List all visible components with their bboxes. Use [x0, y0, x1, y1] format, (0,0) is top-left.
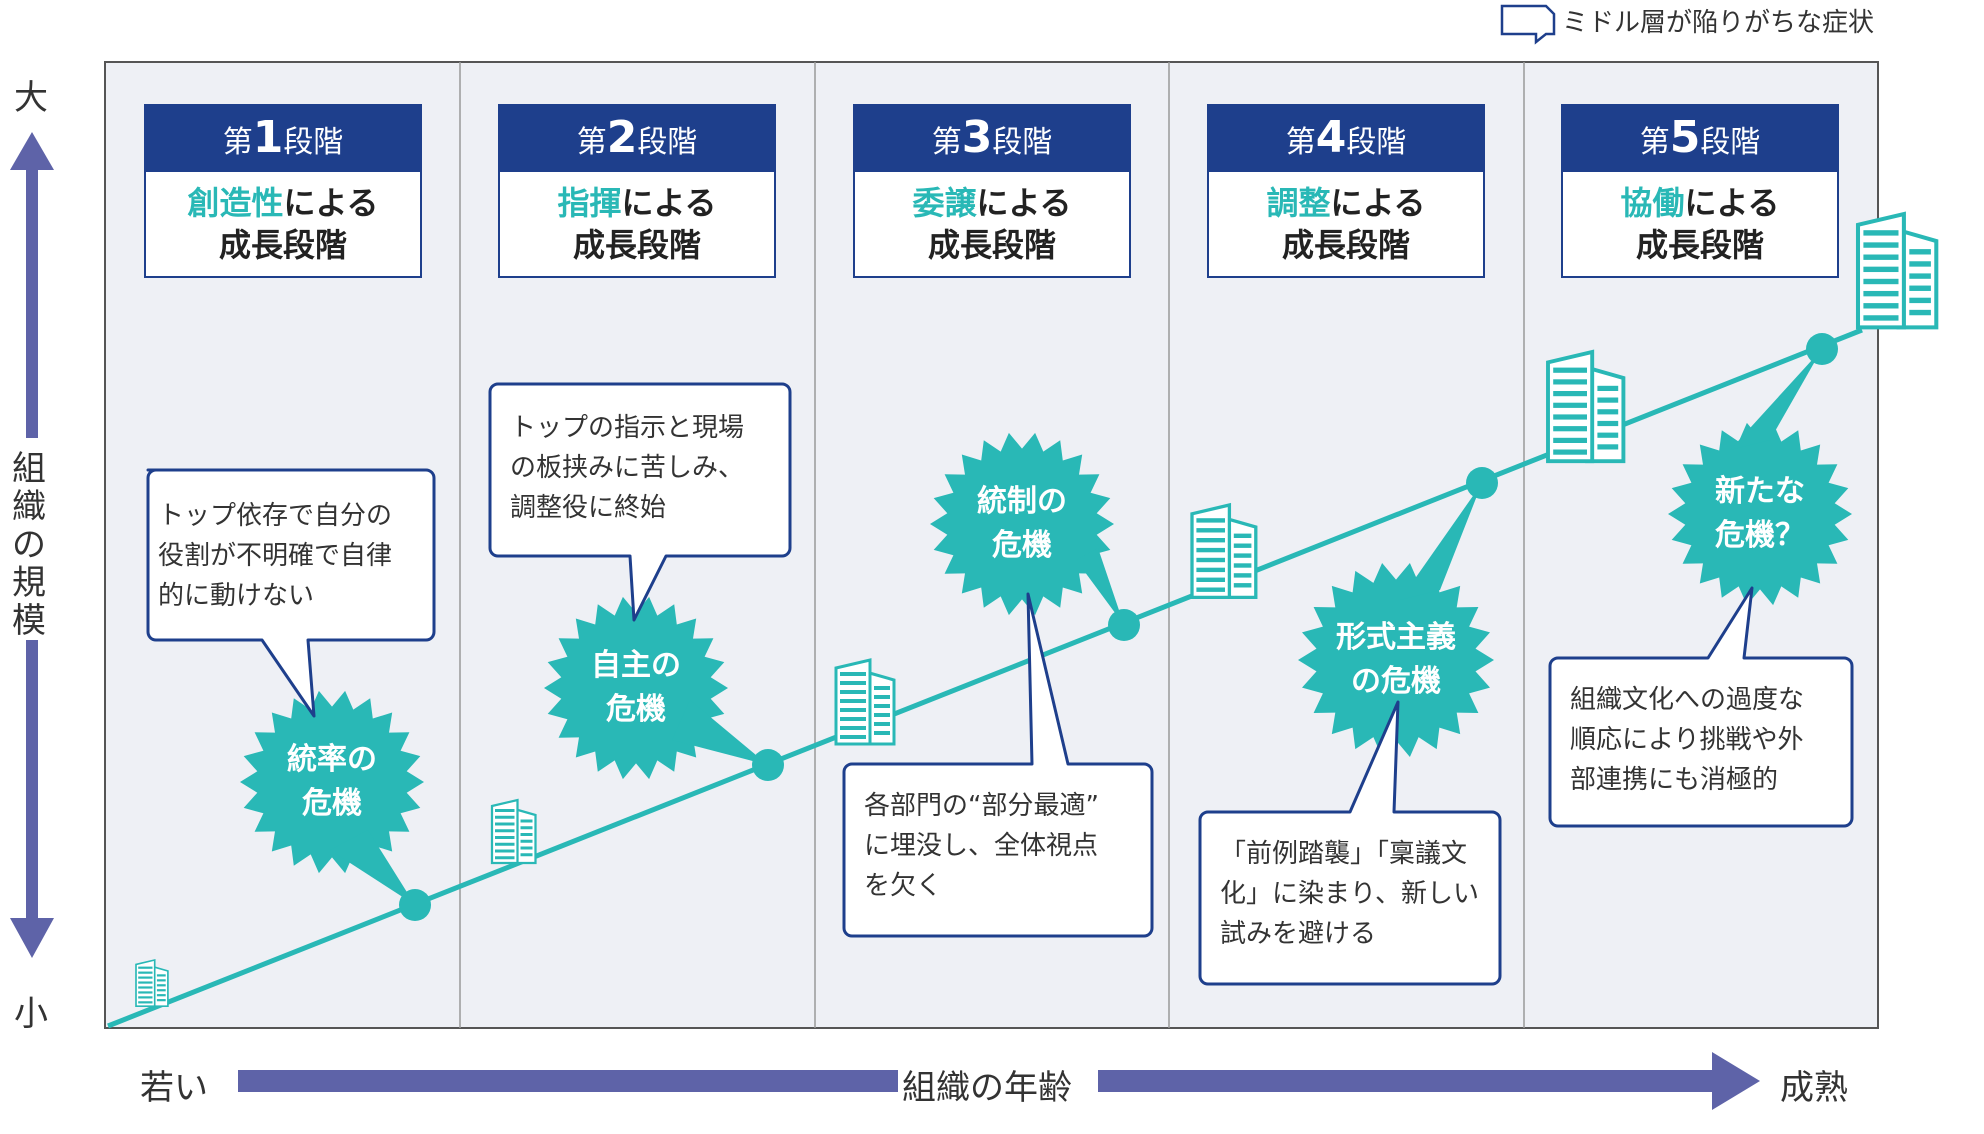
stage-line2: 成長段階 [1635, 226, 1764, 264]
stage-number: 3 [961, 112, 993, 163]
crisis-tail [1730, 349, 1822, 450]
building-icon [1190, 502, 1258, 600]
stage-header-3: 第3段階 [853, 104, 1131, 172]
symptom-text-2: トップの指示と現場 の板挟みに苦しみ、 調整役に終始 [510, 413, 745, 523]
crisis-label-5: 新たな 危機？ [1715, 474, 1805, 553]
stage-line2: 成長段階 [927, 226, 1056, 264]
stage-number: 2 [606, 112, 638, 163]
callout-icon [1500, 4, 1556, 45]
stage-accent: 協働 [1620, 184, 1685, 222]
stage-line2: 成長段階 [1281, 226, 1410, 264]
stage-header-2: 第2段階 [498, 104, 776, 172]
stage-title-2: 指揮による成長段階 [498, 172, 776, 278]
stage-rest: による [1330, 184, 1426, 222]
stage-prefix: 第 [222, 125, 253, 160]
building-icon [1855, 211, 1939, 330]
stage-accent: 指揮 [557, 184, 622, 222]
buildings [135, 211, 1939, 1008]
crisis-burst [930, 432, 1114, 616]
building-icon [490, 798, 537, 865]
stage-rest: による [283, 184, 379, 222]
stage-suffix: 段階 [1346, 125, 1407, 160]
stage-line2: 成長段階 [572, 226, 701, 264]
building-icon [1546, 349, 1626, 464]
crisis-burst [1668, 422, 1852, 606]
legend-label: ミドル層が陥りがちな症状 [1562, 8, 1875, 38]
y-axis-bottom-label: 小 [14, 994, 48, 1034]
crisis-tail [672, 700, 768, 765]
crisis-burst [1298, 563, 1494, 757]
stage-prefix: 第 [576, 125, 607, 160]
stage-title-1: 創造性による成長段階 [144, 172, 422, 278]
crisis-label-3: 統制の 危機 [977, 484, 1067, 563]
stage-accent: 創造性 [187, 184, 284, 222]
stage-prefix: 第 [1285, 125, 1316, 160]
callout-bubble-1 [146, 468, 436, 718]
column-dividers [459, 62, 1525, 1028]
crisis-point-1 [399, 889, 431, 921]
crisis-tail [330, 830, 415, 905]
callout-bubble-3 [842, 592, 1154, 938]
crisis-label-1: 統率の 危機 [287, 742, 377, 821]
x-axis-left-label: 若い [140, 1068, 208, 1108]
crisis-point-4 [1466, 467, 1498, 499]
stage-header-4: 第4段階 [1207, 104, 1485, 172]
crisis-point-5 [1806, 333, 1838, 365]
stage-accent: 委譲 [912, 184, 977, 222]
stage-prefix: 第 [1639, 125, 1670, 160]
stage-line2: 成長段階 [218, 226, 347, 264]
crisis-bursts [240, 349, 1852, 905]
y-axis-arrow [10, 132, 54, 958]
y-axis-top-label: 大 [14, 78, 48, 118]
building-icon [135, 958, 169, 1008]
crisis-label-4: 形式主義 の危機 [1336, 620, 1456, 699]
stage-title-5: 協働による成長段階 [1561, 172, 1839, 278]
callout-bubbles [146, 382, 1854, 986]
x-axis-arrow [238, 1052, 1760, 1110]
arrow-right-icon [1712, 1052, 1760, 1110]
stage-number: 5 [1669, 112, 1701, 163]
crisis-point-2 [752, 749, 784, 781]
x-axis-label: 組織の年齢 [902, 1068, 1072, 1108]
crisis-burst [240, 690, 424, 874]
stage-header-1: 第1段階 [144, 104, 422, 172]
stage-number: 4 [1315, 112, 1347, 163]
symptom-text-5: 組織文化への過度な 順応により挑戦や外 部連携にも消極的 [1570, 685, 1805, 795]
stage-number: 1 [252, 112, 284, 163]
stage-suffix: 段階 [637, 125, 698, 160]
symptom-text-3: 各部門の“部分最適” に埋没し、全体視点 を欠く [864, 791, 1099, 901]
arrow-up-icon [10, 132, 54, 170]
x-axis-right-label: 成熟 [1780, 1068, 1848, 1108]
stage-title-4: 調整による成長段階 [1207, 172, 1485, 278]
arrow-down-icon [10, 918, 54, 958]
stage-suffix: 段階 [283, 125, 344, 160]
stage-rest: による [1684, 184, 1780, 222]
stage-suffix: 段階 [1700, 125, 1761, 160]
building-icon [834, 658, 896, 746]
crisis-points [399, 333, 1838, 921]
symptom-text-4: 「前例踏襲」「稟議文 化」に染まり、新しい 試みを避ける [1220, 839, 1479, 949]
crisis-tail [1076, 548, 1124, 625]
stage-suffix: 段階 [992, 125, 1053, 160]
crisis-tail [1400, 483, 1482, 600]
callout-bubble-5 [1548, 586, 1854, 828]
stage-title-3: 委譲による成長段階 [853, 172, 1131, 278]
stage-rest: による [621, 184, 717, 222]
y-axis-label: 組織の規模 [12, 449, 46, 641]
stage-header-5: 第5段階 [1561, 104, 1839, 172]
stage-prefix: 第 [931, 125, 962, 160]
stage-rest: による [976, 184, 1072, 222]
crisis-point-3 [1108, 609, 1140, 641]
callout-bubble-2 [488, 382, 792, 622]
crisis-label-2: 自主の 危機 [591, 648, 681, 727]
callout-bubble-4 [1198, 700, 1502, 986]
stage-accent: 調整 [1266, 184, 1331, 222]
symptom-text-1: トップ依存で自分の 役割が不明確で自律 的に動けない [158, 501, 393, 611]
